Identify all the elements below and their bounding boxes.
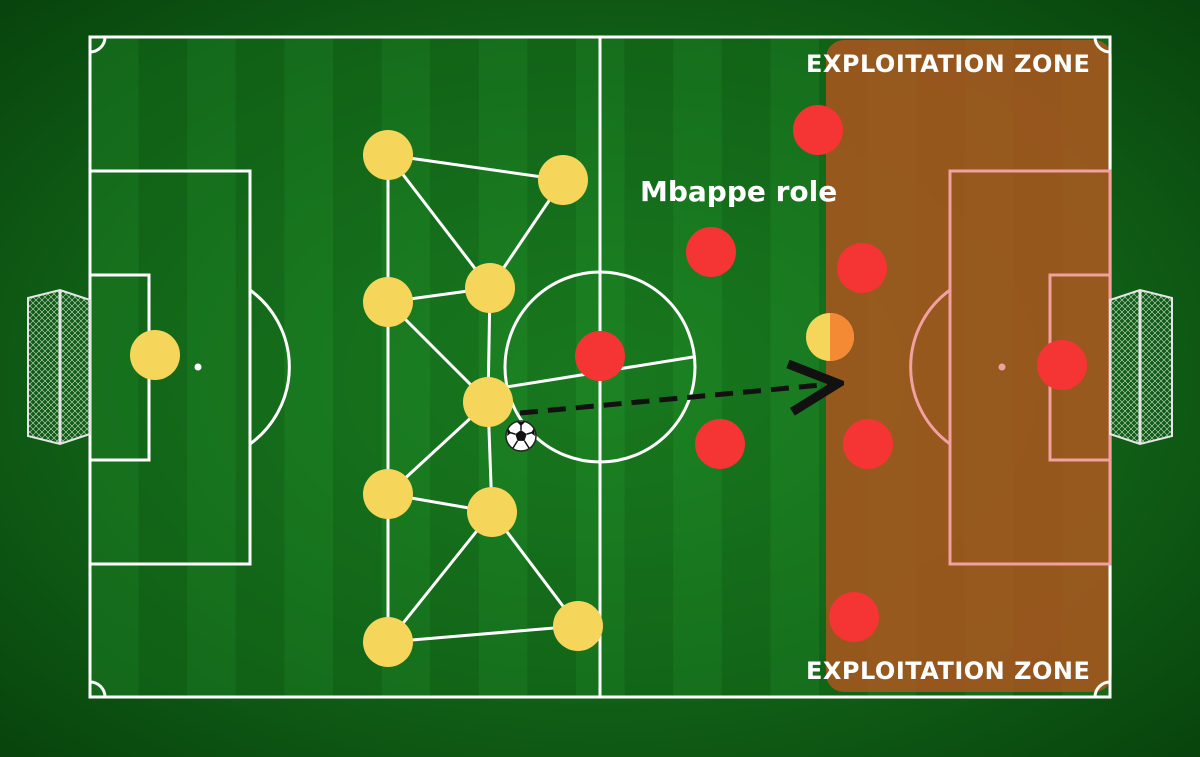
corner-arc-br [1093, 680, 1111, 698]
yellow-player [553, 601, 603, 651]
pitch-stripe [673, 37, 722, 697]
yellow-player [363, 130, 413, 180]
soccer-ball-icon [505, 420, 537, 452]
red-player [843, 419, 893, 469]
pitch-stripe [187, 37, 236, 697]
red-player [837, 243, 887, 293]
mbappe-player [806, 313, 854, 361]
pitch-stripe [478, 37, 528, 697]
corner-arc-tl [89, 36, 107, 54]
pass-line [387, 153, 564, 182]
yellow-player [463, 377, 513, 427]
red-player [575, 331, 625, 381]
red-player [829, 592, 879, 642]
pass-line [386, 154, 492, 289]
pitch-stripe [721, 37, 771, 697]
yellow-player [465, 263, 515, 313]
center-circle [503, 270, 697, 464]
red-team [575, 105, 1087, 642]
yellow-player [363, 469, 413, 519]
pass-line [387, 624, 579, 644]
yellow-goalkeeper [130, 330, 180, 380]
yellow-player [363, 617, 413, 667]
yellow-player [467, 487, 517, 537]
red-player [686, 227, 736, 277]
red-goalkeeper [1037, 340, 1087, 390]
left-penalty-spot [194, 363, 202, 371]
run-arrow [519, 384, 832, 413]
pitch-stripe [235, 37, 285, 697]
pitch-stripe [284, 37, 333, 697]
left-penalty-arc [249, 288, 291, 446]
corner-arc-tr [1093, 36, 1111, 54]
pitch-stripe [527, 37, 576, 697]
yellow-team [130, 130, 854, 667]
right-penalty-arc [909, 288, 951, 446]
right-penalty-spot [998, 363, 1006, 371]
exploitation-zone-label-bottom: EXPLOITATION ZONE [806, 657, 1091, 685]
red-player [793, 105, 843, 155]
exploitation-zone-overlay [826, 40, 1112, 692]
pass-line [386, 511, 494, 643]
goal-net-icon [1109, 288, 1173, 446]
yellow-player [538, 155, 588, 205]
pitch-stripe [90, 37, 139, 697]
exploitation-zone-label-top: EXPLOITATION ZONE [806, 50, 1091, 78]
goal-net-icon [27, 288, 91, 446]
mbappe-role-label: Mbappe role [640, 175, 838, 208]
yellow-player [363, 277, 413, 327]
red-player [695, 419, 745, 469]
corner-arc-bl [89, 680, 107, 698]
